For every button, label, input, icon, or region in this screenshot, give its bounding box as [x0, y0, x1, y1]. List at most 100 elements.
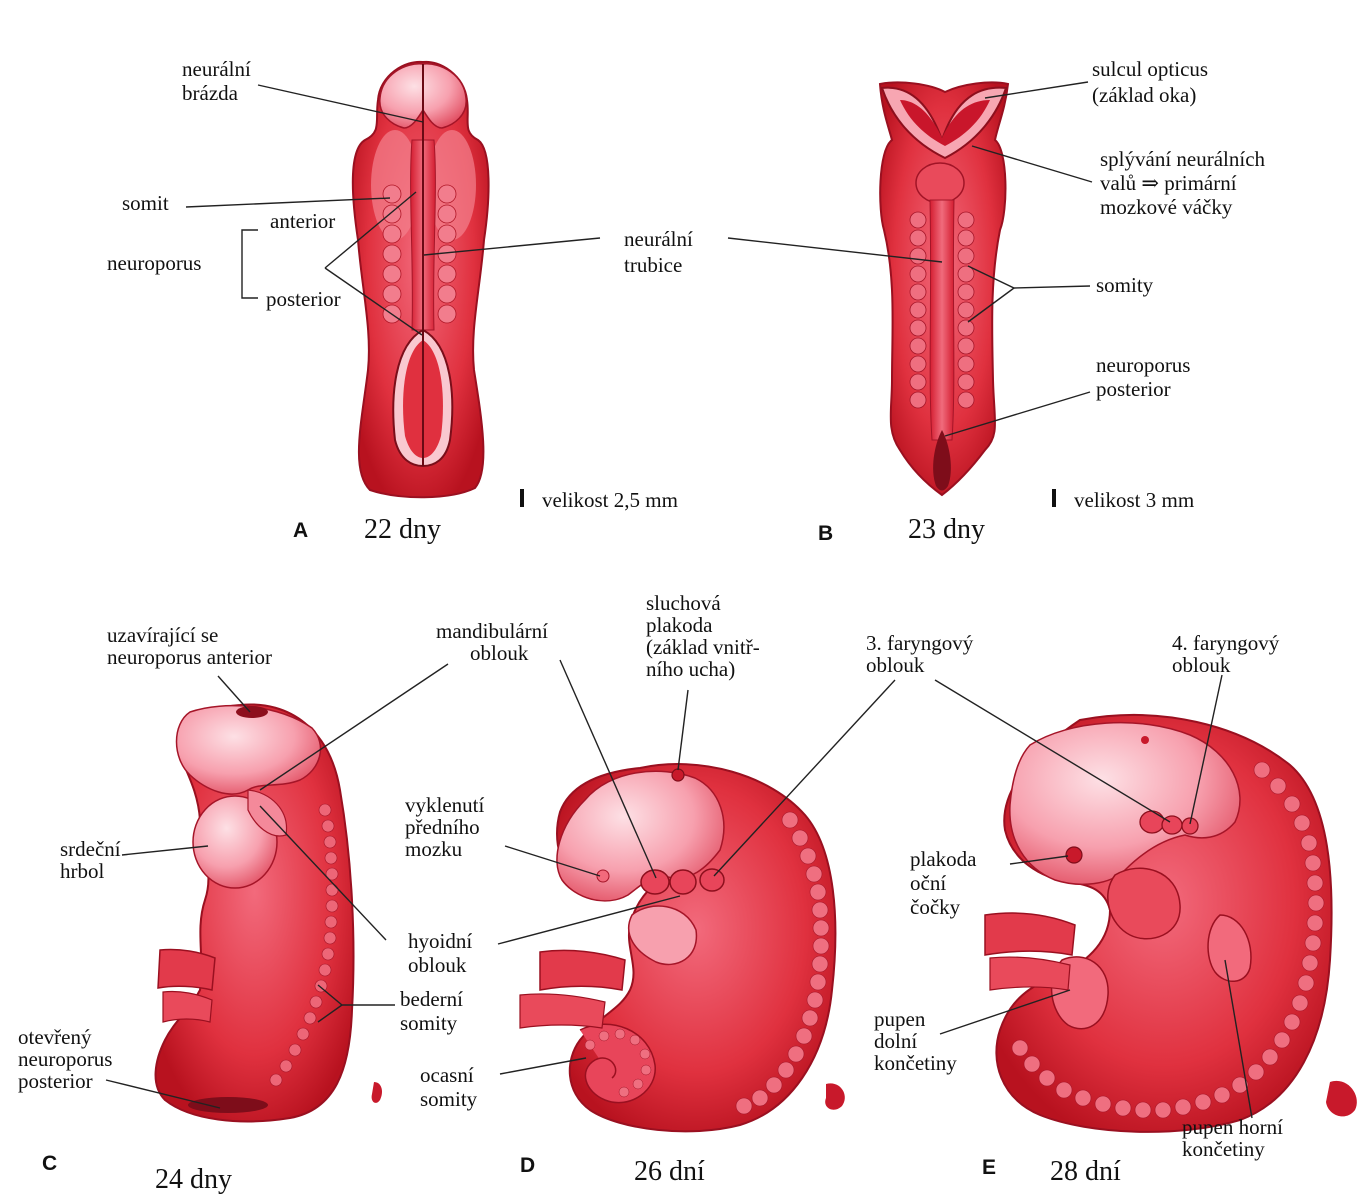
label-neuralni-brazda-2: brázda	[182, 81, 239, 105]
label-faryng3-2: oblouk	[866, 653, 925, 677]
yolk-stalk-c-2	[162, 990, 213, 1023]
head-e	[1009, 721, 1241, 886]
label-bederni-2: somity	[400, 1011, 458, 1035]
size-b: velikost 3 mm	[1074, 488, 1194, 512]
heart-e	[1107, 867, 1181, 940]
label-vyklenuti-2: předního	[405, 815, 480, 839]
leader-faryng3-d	[713, 679, 896, 877]
panel-c: uzavírající se neuroporus anterior srdeč…	[18, 623, 395, 1195]
label-ocasni-1: ocasní	[420, 1063, 474, 1087]
label-faryng4-1: 4. faryngový	[1172, 631, 1280, 655]
leader-horni	[1224, 959, 1253, 1119]
neuroporus-bracket	[241, 229, 258, 299]
leader-neuroporus-posterior-b	[944, 391, 1091, 437]
label-splyvani-2: valů ⇒ primární	[1100, 171, 1237, 195]
leader-splyvani	[971, 145, 1093, 183]
age-e: 28 dní	[1050, 1156, 1121, 1187]
embryo-c-head	[175, 704, 322, 795]
label-somit: somit	[122, 191, 169, 215]
leader-neuralni-trubice-b	[727, 237, 943, 263]
label-splyvani-3: mozkové váčky	[1100, 195, 1233, 219]
leader-neuralni-trubice-a	[423, 237, 601, 256]
leader-vyklenuti	[504, 845, 601, 877]
leader-bederni-2	[317, 1004, 343, 1023]
actual-size-d	[825, 1083, 845, 1110]
label-srdecni-1: srdeční	[60, 837, 121, 861]
label-otevreny-3: posterior	[18, 1069, 93, 1093]
leader-uzaviraji	[217, 675, 251, 713]
actual-size-c	[371, 1082, 382, 1103]
label-horni-2: končetiny	[1182, 1137, 1265, 1161]
label-srdecni-2: hrbol	[60, 859, 104, 883]
leader-sluchova	[677, 689, 689, 771]
label-horni-1: pupen horní	[1182, 1115, 1283, 1139]
pharyngeal-arches-d	[640, 868, 725, 895]
label-anterior: anterior	[270, 209, 335, 233]
panel-letter-c: C	[42, 1152, 57, 1175]
panel-b: sulcul opticus (základ oka) splývání neu…	[727, 57, 1266, 545]
age-d: 26 dní	[634, 1156, 705, 1187]
upper-limb-bud-e	[1207, 914, 1252, 982]
leader-otevreny	[105, 1079, 221, 1109]
age-a: 22 dny	[364, 514, 441, 545]
age-c: 24 dny	[155, 1164, 232, 1195]
label-dolni-2: dolní	[874, 1029, 917, 1053]
leader-dolni	[939, 989, 1071, 1035]
leader-sulcus-opticus	[984, 81, 1089, 99]
leader-mandibularni-d	[559, 659, 657, 879]
panel-letter-b: B	[818, 522, 833, 545]
leader-posterior	[324, 267, 423, 336]
leader-hyoidni-d	[497, 895, 681, 945]
leader-faryng4	[1189, 674, 1223, 825]
yolk-stalk-d	[539, 949, 626, 991]
leader-hyoidni-c	[259, 805, 387, 941]
age-b: 23 dny	[908, 514, 985, 545]
actual-size-e	[1326, 1080, 1357, 1117]
heart-d	[627, 905, 698, 966]
label-uzaviraji-1: uzavírající se	[107, 623, 218, 647]
label-neuroporus: neuroporus	[107, 251, 201, 275]
label-mandibularni-1: mandibulární	[436, 619, 548, 643]
panel-letter-a: A	[293, 519, 308, 542]
label-plakoda-2: oční	[910, 871, 946, 895]
label-sluchova-1: sluchová	[646, 591, 721, 615]
label-otevreny-1: otevřený	[18, 1025, 92, 1049]
label-plakoda-1: plakoda	[910, 847, 977, 871]
somites-b	[909, 211, 975, 409]
label-vyklenuti-1: vyklenutí	[405, 793, 484, 817]
closing-anterior-neuropore	[236, 706, 268, 718]
label-dolni-3: končetiny	[874, 1051, 957, 1075]
label-sulcus-1: sulcul opticus	[1092, 57, 1208, 81]
label-sluchova-2: plakoda	[646, 613, 713, 637]
posterior-neuropore-b	[933, 430, 951, 491]
label-plakoda-3: čočky	[910, 895, 961, 919]
otic-placode-d	[671, 768, 685, 782]
forebrain-spot-d	[596, 869, 610, 883]
label-splyvani-1: splývání neurálních	[1100, 147, 1266, 171]
leader-somity-2	[967, 287, 1015, 323]
label-neuroporus-b-2: posterior	[1096, 377, 1171, 401]
primary-brain-vesicle	[915, 162, 965, 204]
panel-letter-d: D	[520, 1154, 535, 1177]
label-vyklenuti-3: mozku	[405, 837, 463, 861]
label-faryng4-2: oblouk	[1172, 653, 1231, 677]
neural-tube-b	[929, 199, 955, 441]
yolk-stalk-d-2	[519, 993, 606, 1029]
tail-somites-d	[584, 1028, 652, 1098]
leader-somit	[185, 197, 391, 208]
label-somity-b: somity	[1096, 273, 1154, 297]
leader-plakoda	[1009, 855, 1069, 865]
somites-d	[735, 811, 830, 1115]
scale-bar-b	[1052, 489, 1056, 507]
somites-e	[1011, 761, 1325, 1119]
label-dolni-1: pupen	[874, 1007, 926, 1031]
label-sluchova-3: (základ vnitř-	[646, 635, 760, 659]
label-posterior: posterior	[266, 287, 341, 311]
label-sluchova-4: ního ucha)	[646, 657, 735, 681]
yolk-stalk-c	[157, 948, 216, 991]
panel-e: 3. faryngový oblouk 4. faryngový oblouk …	[713, 631, 1357, 1187]
leader-faryng3-e	[934, 679, 1171, 823]
leader-anterior	[324, 191, 417, 269]
label-bederni-1: bederní	[400, 987, 463, 1011]
label-uzaviraji-2: neuroporus anterior	[107, 645, 272, 669]
